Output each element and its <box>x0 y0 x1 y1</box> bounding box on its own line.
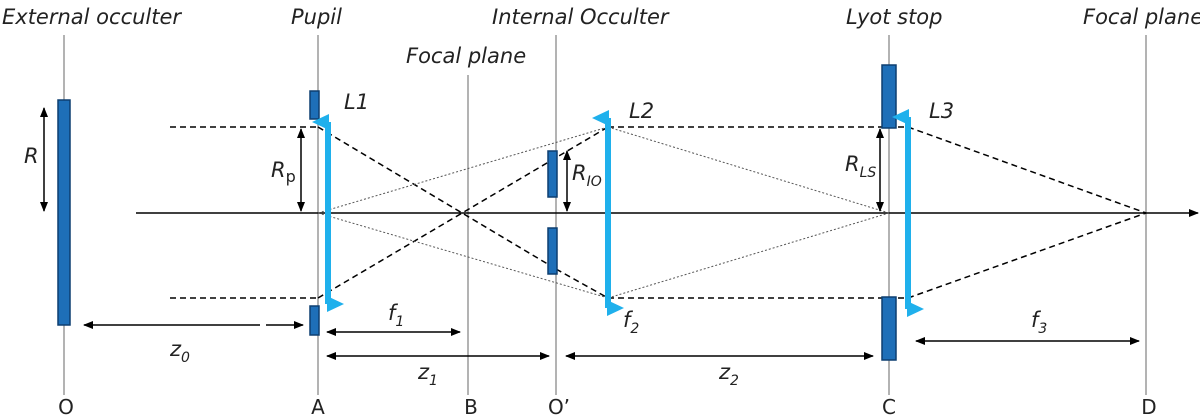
point-A: A <box>311 395 325 419</box>
distance-arrows <box>83 321 1140 360</box>
ray-L3-bottom-to-D <box>907 212 1147 299</box>
point-O: O <box>58 395 74 419</box>
point-B: B <box>464 395 478 419</box>
label-R: R <box>24 144 39 168</box>
label-L2: L2 <box>629 99 654 123</box>
distance-labels: z0 f1 z1 f2 z2 f3 <box>169 301 1047 389</box>
ray-L3-top-to-D <box>907 126 1147 214</box>
point-D: D <box>1141 395 1156 419</box>
label-z2: z2 <box>718 360 739 389</box>
ray-A-bottom-to-L2-top <box>317 126 609 299</box>
title-internal-occulter: Internal Occulter <box>492 5 670 29</box>
occulting-blocks <box>57 64 897 361</box>
title-external-occulter: External occulter <box>2 5 182 29</box>
lyot-stop-block-top <box>881 64 897 129</box>
label-Rp: Rp <box>271 158 296 186</box>
title-lyot-stop: Lyot stop <box>846 5 943 29</box>
lenses <box>312 109 924 317</box>
label-z1: z1 <box>417 360 438 389</box>
lyot-stop-block-bottom <box>881 296 897 361</box>
label-f3: f3 <box>1031 308 1047 337</box>
title-pupil: Pupil <box>291 5 342 29</box>
label-RIO: RIO <box>572 161 602 190</box>
radius-labels: R Rp RIO RLS <box>24 144 876 190</box>
ray-A-top-to-O-prime <box>317 126 557 270</box>
chief-rays <box>317 126 890 299</box>
title-focal-plane-2: Focal plane <box>1083 5 1200 29</box>
label-f1: f1 <box>388 301 404 330</box>
label-f2: f2 <box>623 308 639 337</box>
chief-ray-L2-bottom-to-C <box>607 212 890 299</box>
label-L1: L1 <box>344 90 369 114</box>
ray-O-prime-to-L2-bottom <box>555 268 609 299</box>
point-C: C <box>882 395 896 419</box>
label-L3: L3 <box>929 99 954 123</box>
chief-ray-L2-top-to-C <box>607 126 890 214</box>
chief-ray-A-to-L2-bottom <box>317 212 609 299</box>
point-O-prime: O’ <box>548 395 570 419</box>
internal-occulter-block-bottom <box>547 227 558 275</box>
label-RLS: RLS <box>845 152 876 181</box>
pupil-block-top <box>309 90 320 120</box>
plane-titles: External occulter Pupil Focal plane Inte… <box>2 5 1200 68</box>
marginal-rays <box>170 126 1147 299</box>
title-focal-plane-1: Focal plane <box>406 44 526 68</box>
radius-arrows <box>40 107 884 212</box>
external-occulter-block <box>57 99 71 326</box>
chief-ray-A-to-L2-top <box>317 126 609 214</box>
internal-occulter-block-top <box>547 150 558 198</box>
point-labels: O A B O’ C D <box>58 395 1157 419</box>
pupil-block-bottom <box>309 305 320 336</box>
label-z0: z0 <box>169 337 190 366</box>
lens-labels: L1 L2 L3 <box>344 90 954 123</box>
